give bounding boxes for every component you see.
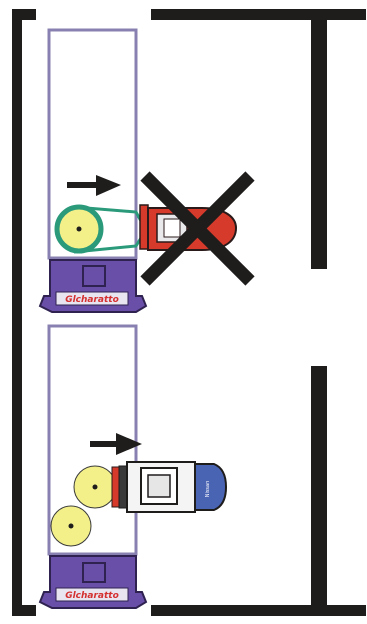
left-wall [12, 9, 36, 20]
top-truck-label: Glcharatto [65, 295, 119, 305]
top-right-wall [151, 9, 366, 20]
bottom-forklift-counterweight [194, 463, 228, 511]
top-forklift-seat [163, 218, 181, 238]
bottom-roll-2-core [68, 523, 74, 529]
warehouse-walls [12, 9, 366, 616]
cross-line-2 [140, 171, 255, 286]
bottom-arrow-shaft [90, 441, 120, 447]
top-cab-plate [55, 291, 129, 306]
top-cab-window [82, 265, 106, 287]
bottom-cab-plate [55, 587, 129, 602]
prohibited-cross-icon [140, 171, 255, 286]
bottom-forklift-mast [118, 465, 128, 509]
top-arrow-head [96, 175, 121, 196]
bottom-right-divider [311, 366, 327, 611]
top-forklift-mast [139, 204, 149, 250]
bottom-arrow-head [116, 433, 142, 455]
top-direction-arrow [67, 175, 121, 196]
bottom-direction-arrow [90, 433, 142, 455]
bottom-forklift-badge: Nissan [205, 481, 211, 498]
bottom-truck-label: Glcharatto [65, 591, 119, 601]
top-right-divider [311, 9, 327, 269]
top-truck: Glcharatto [38, 28, 148, 313]
bottom-forklift-seat [147, 474, 171, 498]
bottom-cab-window [82, 562, 106, 583]
bottom-forklift: Nissan [111, 461, 228, 513]
bottom-left-wall [12, 605, 36, 616]
bottom-rolls [50, 465, 117, 547]
top-arrow-shaft [67, 182, 100, 188]
left-wall-post [12, 9, 22, 611]
bottom-right-wall [151, 605, 366, 616]
top-roll-core [76, 226, 82, 232]
bottom-roll-1-core [92, 484, 98, 490]
